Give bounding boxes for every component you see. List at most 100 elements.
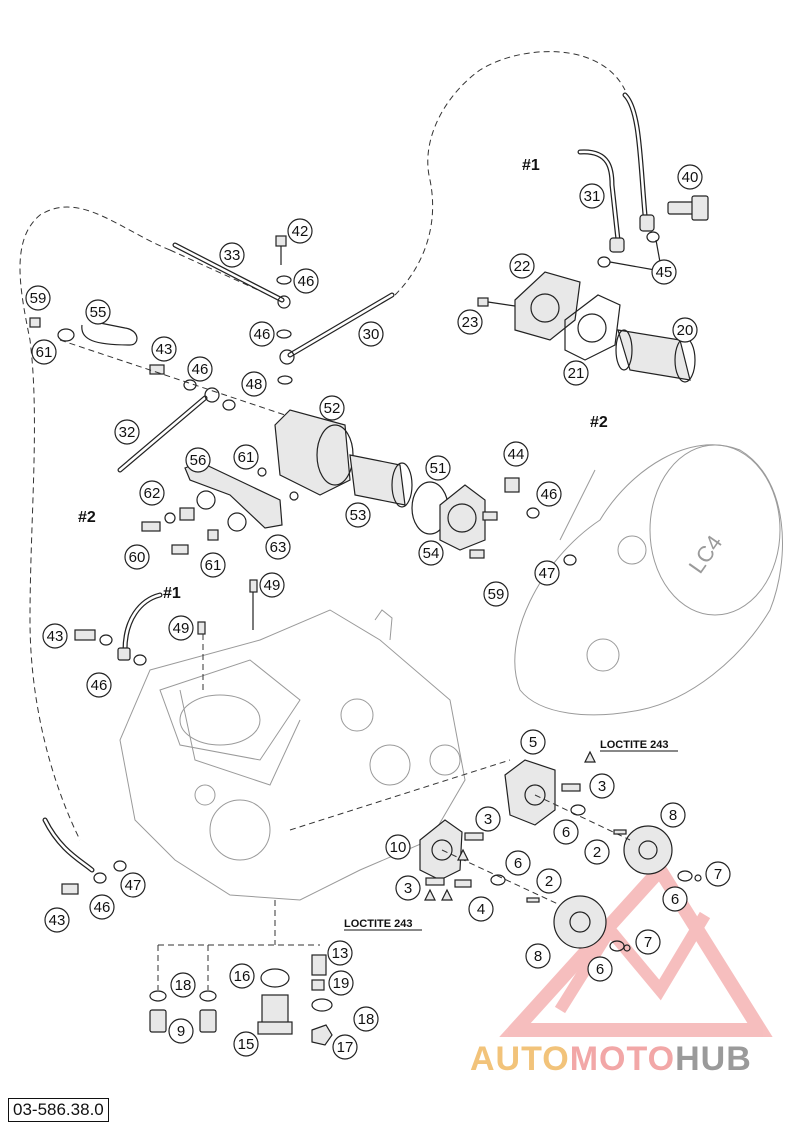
callout-circle (25, 285, 51, 311)
bolt-23 (477, 297, 516, 307)
callout-label: 6 (596, 961, 604, 978)
callout-61: 61 (233, 444, 259, 470)
grommet-63a (196, 490, 216, 510)
callout-label: 2 (593, 844, 601, 861)
callout-48: 48 (241, 371, 267, 397)
washer-46d2 (526, 507, 540, 519)
callout-label: 46 (91, 677, 108, 694)
plug-17 (311, 1024, 333, 1046)
callout-46: 46 (89, 894, 115, 920)
filter-cover-22 (514, 271, 581, 341)
callout-circle (651, 259, 677, 285)
callout-49: 49 (259, 572, 285, 598)
callout-circle (31, 339, 57, 365)
callout-circle (520, 729, 546, 755)
callout-circle (457, 309, 483, 335)
washer-18a1 (149, 990, 167, 1002)
washer-46d (222, 399, 236, 411)
callout-circle (86, 672, 112, 698)
callout-label: 46 (298, 273, 315, 290)
pipe-55 (81, 321, 138, 346)
hose-tag: #1 (522, 157, 540, 174)
bolt-4 (454, 879, 472, 888)
bolt-60 (141, 521, 161, 532)
callout-circle (229, 963, 255, 989)
screen-15 (257, 994, 293, 1035)
callout-label: 30 (363, 326, 380, 343)
callout-42: 42 (287, 218, 313, 244)
callout-label: 55 (90, 304, 107, 321)
banjo-bolt-40 (667, 195, 709, 221)
callout-22: 22 (509, 253, 535, 279)
callout-circle (505, 850, 531, 876)
washer-61b (257, 467, 267, 477)
washer-45a (597, 256, 611, 268)
callout-43: 43 (44, 907, 70, 933)
bolt-59b2 (469, 549, 485, 559)
callout-9: 9 (168, 1018, 194, 1044)
callout-circle (536, 868, 562, 894)
callout-label: 53 (350, 507, 367, 524)
callout-label: 59 (30, 290, 47, 307)
callout-circle (395, 875, 421, 901)
callout-label: 8 (669, 807, 677, 824)
bolt-3c (425, 877, 445, 886)
callout-20: 20 (672, 317, 698, 343)
callout-59: 59 (483, 581, 509, 607)
gear-8a (623, 825, 673, 875)
callout-label: 61 (36, 344, 53, 361)
callout-33: 33 (219, 242, 245, 268)
callout-label: 44 (508, 446, 525, 463)
loctite-drop-a (584, 750, 596, 763)
washer-47a (563, 554, 577, 566)
callout-label: 48 (246, 376, 263, 393)
callout-circle (120, 872, 146, 898)
callout-8: 8 (660, 802, 686, 828)
callout-label: 20 (677, 322, 694, 339)
callout-label: 13 (332, 945, 349, 962)
bolt-3b (464, 832, 484, 841)
callout-label: 9 (177, 1023, 185, 1040)
callout-label: 6 (562, 824, 570, 841)
callout-label: 3 (484, 811, 492, 828)
callout-label: 52 (324, 400, 341, 417)
callout-circle (85, 299, 111, 325)
callout-circle (168, 615, 194, 641)
callout-7: 7 (705, 861, 731, 887)
callout-3: 3 (395, 875, 421, 901)
callout-label: 46 (94, 899, 111, 916)
callout-40: 40 (677, 164, 703, 190)
callout-17: 17 (332, 1034, 358, 1060)
callout-label: 47 (539, 565, 556, 582)
watermark-text: AUTOMOTOHUB (470, 1040, 752, 1079)
callout-46: 46 (293, 268, 319, 294)
callout-5: 5 (520, 729, 546, 755)
callout-circle (587, 956, 613, 982)
callout-label: 18 (175, 977, 192, 994)
callout-61: 61 (31, 339, 57, 365)
washer-48 (277, 375, 293, 385)
callout-circle (168, 1018, 194, 1044)
callout-label: 61 (238, 449, 255, 466)
callout-label: 15 (238, 1036, 255, 1053)
callout-label: 42 (292, 223, 309, 240)
callout-label: 31 (584, 188, 601, 205)
callout-53: 53 (345, 502, 371, 528)
loctite-label: LOCTITE 243 (344, 918, 412, 930)
callout-circle (563, 360, 589, 386)
callout-label: 43 (47, 628, 64, 645)
callout-label: 4 (477, 901, 485, 918)
callout-60: 60 (124, 544, 150, 570)
callout-circle (151, 336, 177, 362)
callout-55: 55 (85, 299, 111, 325)
callout-circle (89, 894, 115, 920)
hose-33 (172, 242, 291, 309)
washer-6b (677, 870, 693, 882)
callout-circle (579, 183, 605, 209)
washer-46-top (276, 275, 292, 285)
callout-circle (483, 581, 509, 607)
jet-49b (197, 621, 206, 635)
callout-circle (584, 839, 610, 865)
callout-label: 23 (462, 314, 479, 331)
